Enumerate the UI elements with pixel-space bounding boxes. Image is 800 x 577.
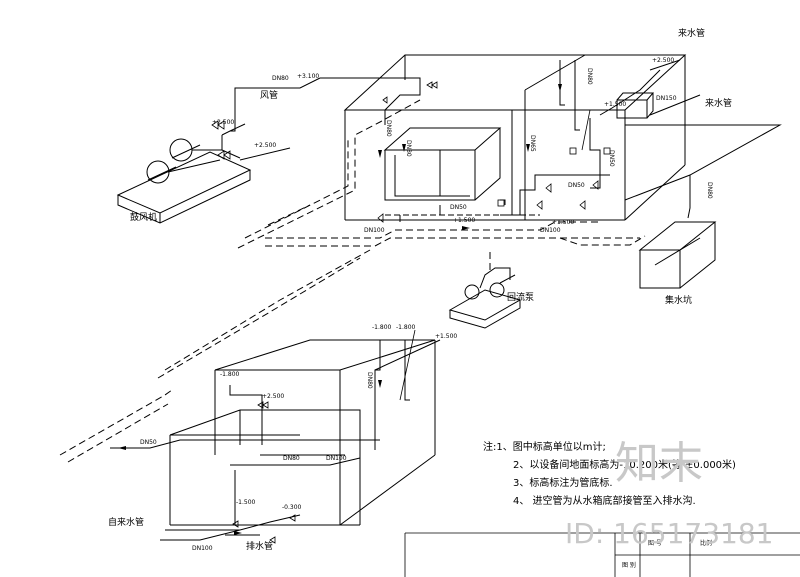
inlet-pipe-top-label: 来水管 xyxy=(678,29,706,39)
title-block-drawing-no: 图 号 xyxy=(648,540,662,547)
pipe-tag-dn50-b: DN50 xyxy=(608,150,615,167)
pipe-tag-dn80-lower: DN80 xyxy=(283,455,300,462)
pipe-tag-dn50-c: DN50 xyxy=(450,204,467,211)
elev-4: +2.500 xyxy=(652,57,675,64)
pipe-tag-dn150: DN150 xyxy=(656,95,677,102)
upper-tank-piping xyxy=(320,59,782,222)
blower-label: 鼓风机 xyxy=(130,213,158,223)
note-4: 4、 进空管为从水箱底部接管至入排水沟. xyxy=(513,496,696,507)
pipe-tag-dn80-mid: DN80 xyxy=(366,372,373,389)
elev-3: +2.500 xyxy=(212,119,235,126)
pipe-tag-dn50-lower: DN100 xyxy=(192,545,213,552)
elev-14: -1.500 xyxy=(236,499,256,506)
elev-10: +1.500 xyxy=(435,333,458,340)
lower-tank xyxy=(169,339,436,526)
title-block-type: 图 别 xyxy=(622,562,636,569)
drain-pipe-label: 排水管 xyxy=(246,542,274,552)
watermark-logo: 知末 xyxy=(615,438,703,489)
dosing-box xyxy=(616,99,648,119)
elev-9: -1.800 xyxy=(396,324,416,331)
elev-13: -0.300 xyxy=(282,504,302,511)
elev-6: +1.500 xyxy=(453,217,476,224)
pipe-tag-dn80-v1: DN80 xyxy=(385,120,392,137)
elev-2: +2.500 xyxy=(254,142,277,149)
pipe-tag-dn100-c: DN100 xyxy=(326,455,347,462)
pipe-tag-dn80-air: DN80 xyxy=(272,75,289,82)
pipe-tag-dn80-top: DN80 xyxy=(586,68,593,85)
pipe-tag-dn65: DN65 xyxy=(529,135,536,152)
inlet-pipe-right-label: 来水管 xyxy=(705,99,733,109)
middle-return-header xyxy=(265,221,646,270)
elev-5: +1.500 xyxy=(604,101,627,108)
return-pump-unit xyxy=(448,267,522,329)
note-3: 3、标高标注为管底标. xyxy=(513,478,613,489)
elev-1: +3.100 xyxy=(297,73,320,80)
tap-water-label: 自来水管 xyxy=(108,518,145,528)
elev-11: -1.800 xyxy=(220,371,240,378)
title-block-scale: 比例 xyxy=(700,540,713,547)
lower-tank-piping xyxy=(110,339,441,541)
pipe-tag-dn50-a: DN50 xyxy=(568,182,585,189)
note-2: 2、以设备间地面标高为-10.200米(等 ±0.000米) xyxy=(513,460,736,471)
pipe-tag-dn100-b: DN100 xyxy=(540,227,561,234)
inner-reactor-box xyxy=(383,127,502,201)
air-pipe-label: 风管 xyxy=(260,91,279,101)
pipe-tag-dn50-d: DN50 xyxy=(140,439,157,446)
upper-tank xyxy=(343,54,687,221)
elev-7: +1.500 xyxy=(552,219,575,226)
sump-label: 集水坑 xyxy=(665,296,693,306)
blower-unit xyxy=(116,135,252,224)
pipe-tag-dn80-sump: DN80 xyxy=(706,182,713,199)
elev-8: -1.800 xyxy=(372,324,392,331)
pipe-tag-dn100-a: DN100 xyxy=(364,227,385,234)
watermark-id: ID: 165173181 xyxy=(565,517,774,550)
note-1: 注:1、图中标高单位以m计; xyxy=(483,442,606,453)
flow-arrows xyxy=(118,84,562,535)
title-block-frame xyxy=(404,532,800,577)
sump-pit xyxy=(638,221,717,289)
return-pump-label: 回流泵 xyxy=(507,293,535,303)
elev-12: +2.500 xyxy=(262,393,285,400)
valve-markers xyxy=(211,81,611,544)
pipe-tag-dn80-v2: DN80 xyxy=(405,140,412,157)
air-pipe-network xyxy=(59,77,421,463)
